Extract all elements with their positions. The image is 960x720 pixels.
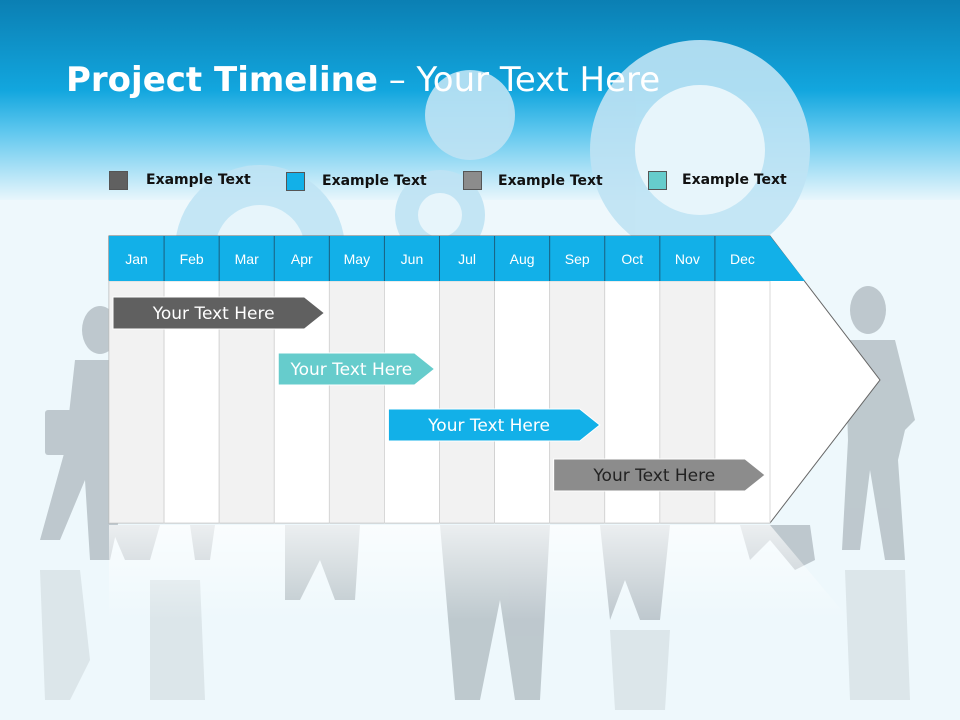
month-label: Aug	[510, 251, 535, 267]
title-separator: –	[377, 60, 417, 100]
task-arrow	[387, 408, 601, 442]
legend-label: Example Text	[322, 173, 427, 189]
task-bar: Your Text Here	[277, 352, 436, 386]
month-labels: Jan Feb Mar Apr May Jun Jul Aug Sep Oct Nov Dec	[125, 236, 755, 281]
month-label: Jun	[401, 251, 424, 267]
month-label: Apr	[291, 251, 313, 267]
task-label: Your Text Here	[152, 304, 275, 324]
month-label: Mar	[235, 251, 259, 267]
legend-swatch	[463, 171, 482, 190]
title-subtitle: Your Text Here	[416, 60, 661, 100]
task-arrow	[112, 296, 326, 330]
month-label: Sep	[565, 251, 590, 267]
month-label: Jul	[458, 251, 476, 267]
legend-label: Example Text	[682, 172, 787, 188]
month-label: Nov	[675, 251, 700, 267]
timeline-reflection	[109, 525, 850, 620]
task-bar: Your Text Here	[553, 458, 766, 492]
month-column	[384, 280, 440, 524]
task-arrow	[553, 458, 766, 492]
task-bar: Your Text Here	[387, 408, 601, 442]
page-title: Project Timeline – Your Text Here	[66, 60, 660, 100]
month-label: Oct	[621, 251, 643, 267]
task-label: Your Text Here	[427, 416, 550, 436]
month-header-bar	[109, 236, 805, 281]
legend-swatch	[648, 171, 667, 190]
month-label: Jan	[125, 251, 148, 267]
task-arrow	[277, 352, 436, 386]
legend-swatch	[286, 172, 305, 191]
task-bar: Your Text Here	[112, 296, 326, 330]
legend-label: Example Text	[146, 172, 251, 188]
month-label: Feb	[180, 251, 204, 267]
month-label: Dec	[730, 251, 755, 267]
month-column	[328, 280, 385, 524]
month-label: May	[344, 251, 370, 267]
month-column	[439, 280, 495, 524]
task-label: Your Text Here	[592, 466, 715, 486]
legend-label: Example Text	[498, 173, 603, 189]
month-column	[494, 280, 551, 524]
legend-swatch	[109, 171, 128, 190]
task-label: Your Text Here	[289, 360, 412, 380]
title-main: Project Timeline	[66, 60, 378, 100]
